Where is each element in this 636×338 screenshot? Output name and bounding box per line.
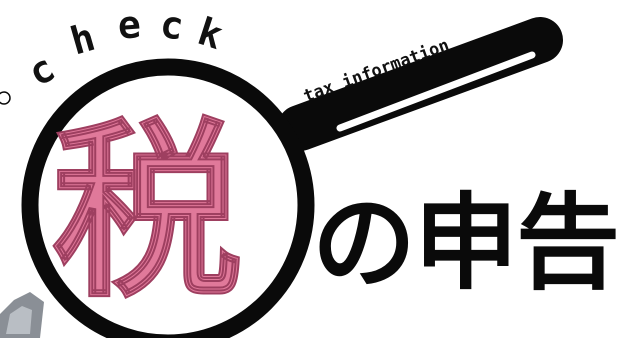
left-edge-ornament — [0, 91, 11, 105]
partial-illustration-icon — [0, 292, 44, 338]
check-letter-c2: c — [157, 2, 186, 49]
magnifier-handle — [277, 17, 563, 151]
check-letter-c: c — [20, 46, 62, 96]
check-letter-e: e — [116, 2, 142, 47]
check-letter-k: k — [193, 9, 228, 58]
check-letter-h: h — [66, 15, 100, 64]
title-suffix: の申告 — [312, 182, 620, 304]
tax-kanji: 税 — [52, 102, 242, 323]
magnifier-lens — [21, 58, 315, 338]
